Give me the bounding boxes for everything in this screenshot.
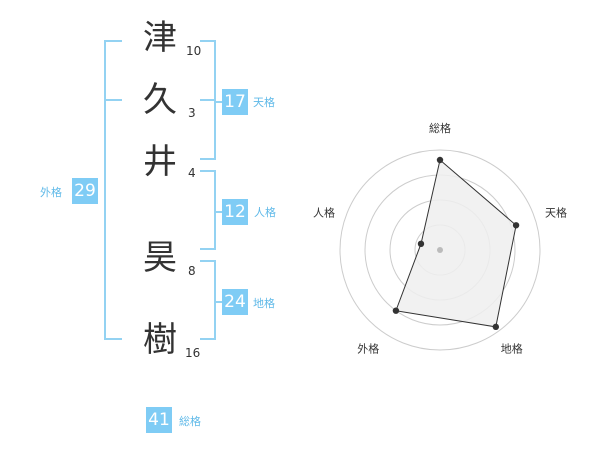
radar-point-2 (512, 222, 520, 229)
name-char-1: 津 (143, 18, 177, 58)
radar-grid-ring (339, 149, 541, 351)
tenkaku-bracket-connector (214, 101, 222, 103)
chikaku-bracket (200, 260, 216, 340)
radar-axis-label: 総格 (429, 121, 451, 135)
radar-axis-label: 天格 (545, 205, 567, 219)
gaikaku-bracket (104, 40, 122, 340)
radar-data-area (395, 159, 517, 328)
soukaku-label: 総格 (179, 415, 201, 428)
radar-axis-label: 人格 (313, 205, 335, 219)
radar-center-dot (437, 247, 443, 253)
gaikaku-bracket-divider (104, 99, 122, 101)
radar-point-4 (392, 307, 400, 314)
radar-axis-label: 外格 (357, 342, 379, 356)
jinkaku-value: 12 (222, 199, 248, 225)
radar-point-3 (492, 323, 500, 331)
jinkaku-bracket-connector (214, 211, 222, 213)
jinkaku-bracket (200, 170, 216, 250)
name-char-3: 井 (143, 142, 177, 182)
soukaku-value: 41 (146, 407, 172, 433)
radar-axis-label: 地格 (501, 342, 523, 356)
tenkaku-value: 17 (222, 89, 248, 115)
gaikaku-label: 外格 (40, 186, 62, 199)
radar-point-1 (436, 156, 444, 164)
stroke-count-2: 3 (188, 106, 196, 120)
name-char-2: 久 (143, 80, 177, 120)
radar-point-5 (417, 240, 425, 248)
name-char-4: 昊 (143, 238, 177, 278)
stroke-count-5: 16 (185, 346, 201, 360)
chikaku-label: 地格 (253, 297, 275, 310)
name-char-5: 樹 (143, 320, 177, 360)
jinkaku-label: 人格 (254, 206, 276, 219)
gaikaku-value: 29 (72, 178, 98, 204)
tenkaku-label: 天格 (253, 96, 275, 109)
tenkaku-bracket-divider (200, 99, 216, 101)
stroke-count-1: 10 (186, 44, 202, 58)
chikaku-bracket-connector (214, 301, 222, 303)
stroke-count-4: 8 (188, 264, 196, 278)
chikaku-value: 24 (222, 289, 248, 315)
stroke-count-3: 4 (188, 166, 196, 180)
